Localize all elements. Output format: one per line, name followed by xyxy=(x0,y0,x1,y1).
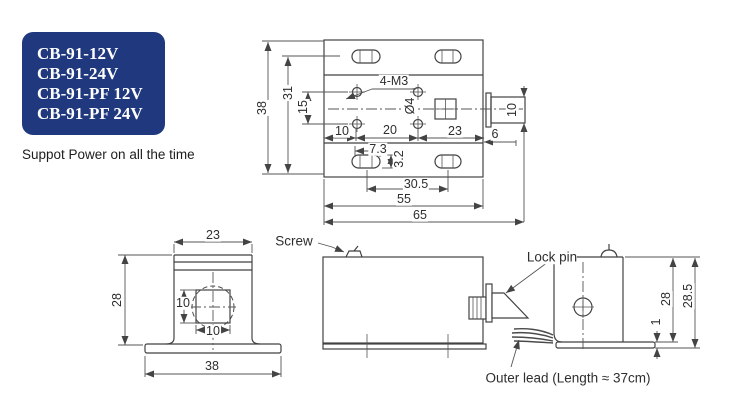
callout-hole-diameter: Ø4 xyxy=(402,96,417,116)
label-outer-lead: Outer lead (Length ≈ 37cm) xyxy=(485,370,651,386)
dim-top-slot-width: 3.2 xyxy=(391,149,406,169)
dim-front-height: 28 xyxy=(109,292,124,308)
dim-top-slot-length: 7.3 xyxy=(368,141,388,156)
dim-right-base-thickness: 1 xyxy=(648,317,663,327)
top-view-linework xyxy=(262,39,528,226)
dim-front-square-width: 10 xyxy=(205,323,221,338)
dim-front-top-width: 23 xyxy=(205,227,221,242)
model-name: CB-91-PF 24V xyxy=(37,103,143,123)
label-lock-pin: Lock pin xyxy=(526,249,578,265)
dim-right-inner-height: 28 xyxy=(658,291,673,307)
front-view-linework xyxy=(118,238,282,378)
dim-top-pitch-right: 23 xyxy=(447,123,463,138)
dim-top-plunger-length: 6 xyxy=(490,126,500,141)
callout-thread-4-m3: 4-M3 xyxy=(378,73,410,88)
dim-top-overall-length: 65 xyxy=(412,207,428,222)
right-view-linework xyxy=(553,244,700,359)
dim-top-overall-height: 38 xyxy=(254,100,269,116)
dim-front-square-height: 10 xyxy=(175,295,191,310)
model-name: CB-91-PF 12V xyxy=(37,83,143,103)
leader-lines xyxy=(317,242,549,368)
power-note: Suppot Power on all the time xyxy=(22,147,195,162)
dim-top-hole-pitch-v: 15 xyxy=(295,99,310,115)
model-name: CB-91-24V xyxy=(37,63,119,83)
dim-top-slot-span: 30.5 xyxy=(402,176,430,191)
dim-top-pitch-center: 20 xyxy=(382,122,398,137)
model-list-panel: CB-91-12V CB-91-24V CB-91-PF 12V CB-91-P… xyxy=(22,32,165,135)
side-view-linework xyxy=(322,245,554,358)
dim-right-overall-height: 28.5 xyxy=(680,282,695,310)
label-screw: Screw xyxy=(275,233,313,249)
dim-top-slot-height: 31 xyxy=(280,85,295,101)
dim-top-pitch-left: 10 xyxy=(334,123,350,138)
dim-top-body-length: 55 xyxy=(396,191,412,206)
dim-front-base-width: 38 xyxy=(204,358,220,373)
dim-top-plunger-height: 10 xyxy=(504,102,519,118)
m3-holes xyxy=(349,84,426,132)
model-name: CB-91-12V xyxy=(37,43,119,63)
